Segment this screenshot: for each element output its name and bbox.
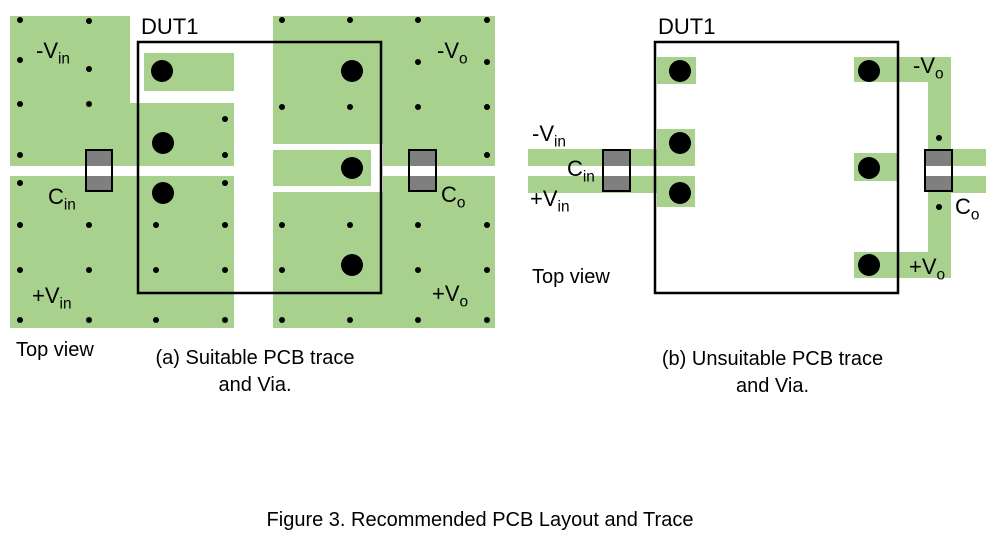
panel-b-top-view-label: Top view: [532, 266, 610, 288]
panel-a-caption-line1: (a) Suitable PCB trace: [155, 347, 355, 369]
panel-a-pos-vo-label: +Vo: [432, 281, 469, 311]
panel-a-layout: [10, 16, 495, 328]
panel-b-copper: [528, 57, 986, 278]
pin-via: [341, 60, 363, 82]
panel-b-layout: [528, 40, 986, 295]
panel-b-pins: [669, 60, 880, 276]
copper-pos-vin: [10, 176, 234, 328]
panel-b-caption-line2: and Via.: [735, 375, 810, 397]
panel-b-dut-outline: [653, 40, 900, 295]
panel-a-neg-vo-label: -Vo: [437, 38, 468, 68]
panel-b-caption-line1: (b) Unsuitable PCB trace: [661, 348, 884, 370]
pin-via: [152, 182, 174, 204]
panel-b-cin-capacitor: [602, 149, 631, 192]
panel-a-dut-outline: [136, 40, 383, 295]
panel-a-copper: [10, 16, 495, 328]
panel-b-small-vias: [936, 135, 942, 210]
panel-b-cin-label: Cin: [567, 156, 595, 186]
trace-neg-vo-vertical: [928, 57, 951, 166]
pin-via: [669, 182, 691, 204]
panel-b-co-label: Co: [955, 194, 980, 224]
copper-neg-vo: [273, 16, 495, 144]
pin-via: [858, 157, 880, 179]
panel-a-co-label: Co: [441, 182, 466, 212]
panel-a-caption: (a) Suitable PCB trace and Via.: [130, 345, 380, 399]
pin-via: [152, 132, 174, 154]
panel-a-pins: [151, 60, 363, 276]
panel-a-co-capacitor: [408, 149, 437, 192]
panel-b-pos-vin-label: +Vin: [530, 186, 570, 216]
panel-a-small-vias: [17, 17, 490, 323]
panel-a-cin-label: Cin: [48, 184, 76, 214]
figure-caption: Figure 3. Recommended PCB Layout and Tra…: [266, 509, 694, 531]
copper-pos-vo: [273, 176, 495, 328]
panel-a-cin-capacitor: [85, 149, 113, 192]
panel-a-pos-vin-label: +Vin: [32, 283, 72, 313]
panel-b-neg-vin-label: -Vin: [532, 121, 566, 151]
panel-a-caption-line2: and Via.: [218, 374, 292, 396]
panel-b-neg-vo-label: -Vo: [913, 53, 944, 83]
panel-a-top-view-label: Top view: [16, 339, 94, 361]
pin-via: [858, 254, 880, 276]
panel-b-chip-label: DUT1: [658, 14, 716, 39]
pin-via: [151, 60, 173, 82]
panel-b-caption: (b) Unsuitable PCB trace and Via.: [640, 346, 905, 400]
panel-b-co-capacitor: [924, 149, 953, 192]
panel-a-chip-label: DUT1: [141, 14, 199, 39]
pin-via: [669, 60, 691, 82]
copper-neg-vin: [10, 16, 234, 166]
panel-a-neg-vin-label: -Vin: [36, 38, 70, 68]
panel-b-pos-vo-label: +Vo: [909, 254, 946, 284]
pin-via: [341, 157, 363, 179]
pin-via: [858, 60, 880, 82]
pin-via: [341, 254, 363, 276]
copper-neg-vo-lower: [383, 144, 495, 166]
pin-via: [669, 132, 691, 154]
